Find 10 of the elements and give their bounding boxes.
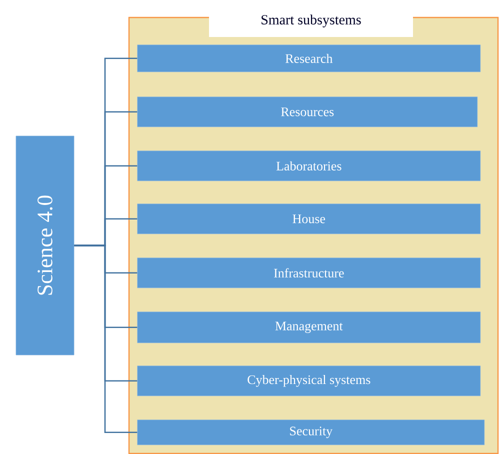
subsystem-box: Cyber-physical systems bbox=[137, 366, 481, 396]
subsystem-box: Management bbox=[137, 312, 481, 344]
subsystem-box: Research bbox=[137, 44, 481, 72]
subsystem-box: Infrastructure bbox=[137, 258, 481, 288]
subsystem-box: House bbox=[137, 204, 481, 234]
subsystem-box: Laboratories bbox=[137, 150, 481, 182]
subsystem-box: Resources bbox=[137, 96, 478, 128]
subsystem-box: Security bbox=[137, 420, 485, 446]
connector-line bbox=[74, 244, 138, 434]
vertical-box: Science 4.0 bbox=[16, 136, 74, 356]
